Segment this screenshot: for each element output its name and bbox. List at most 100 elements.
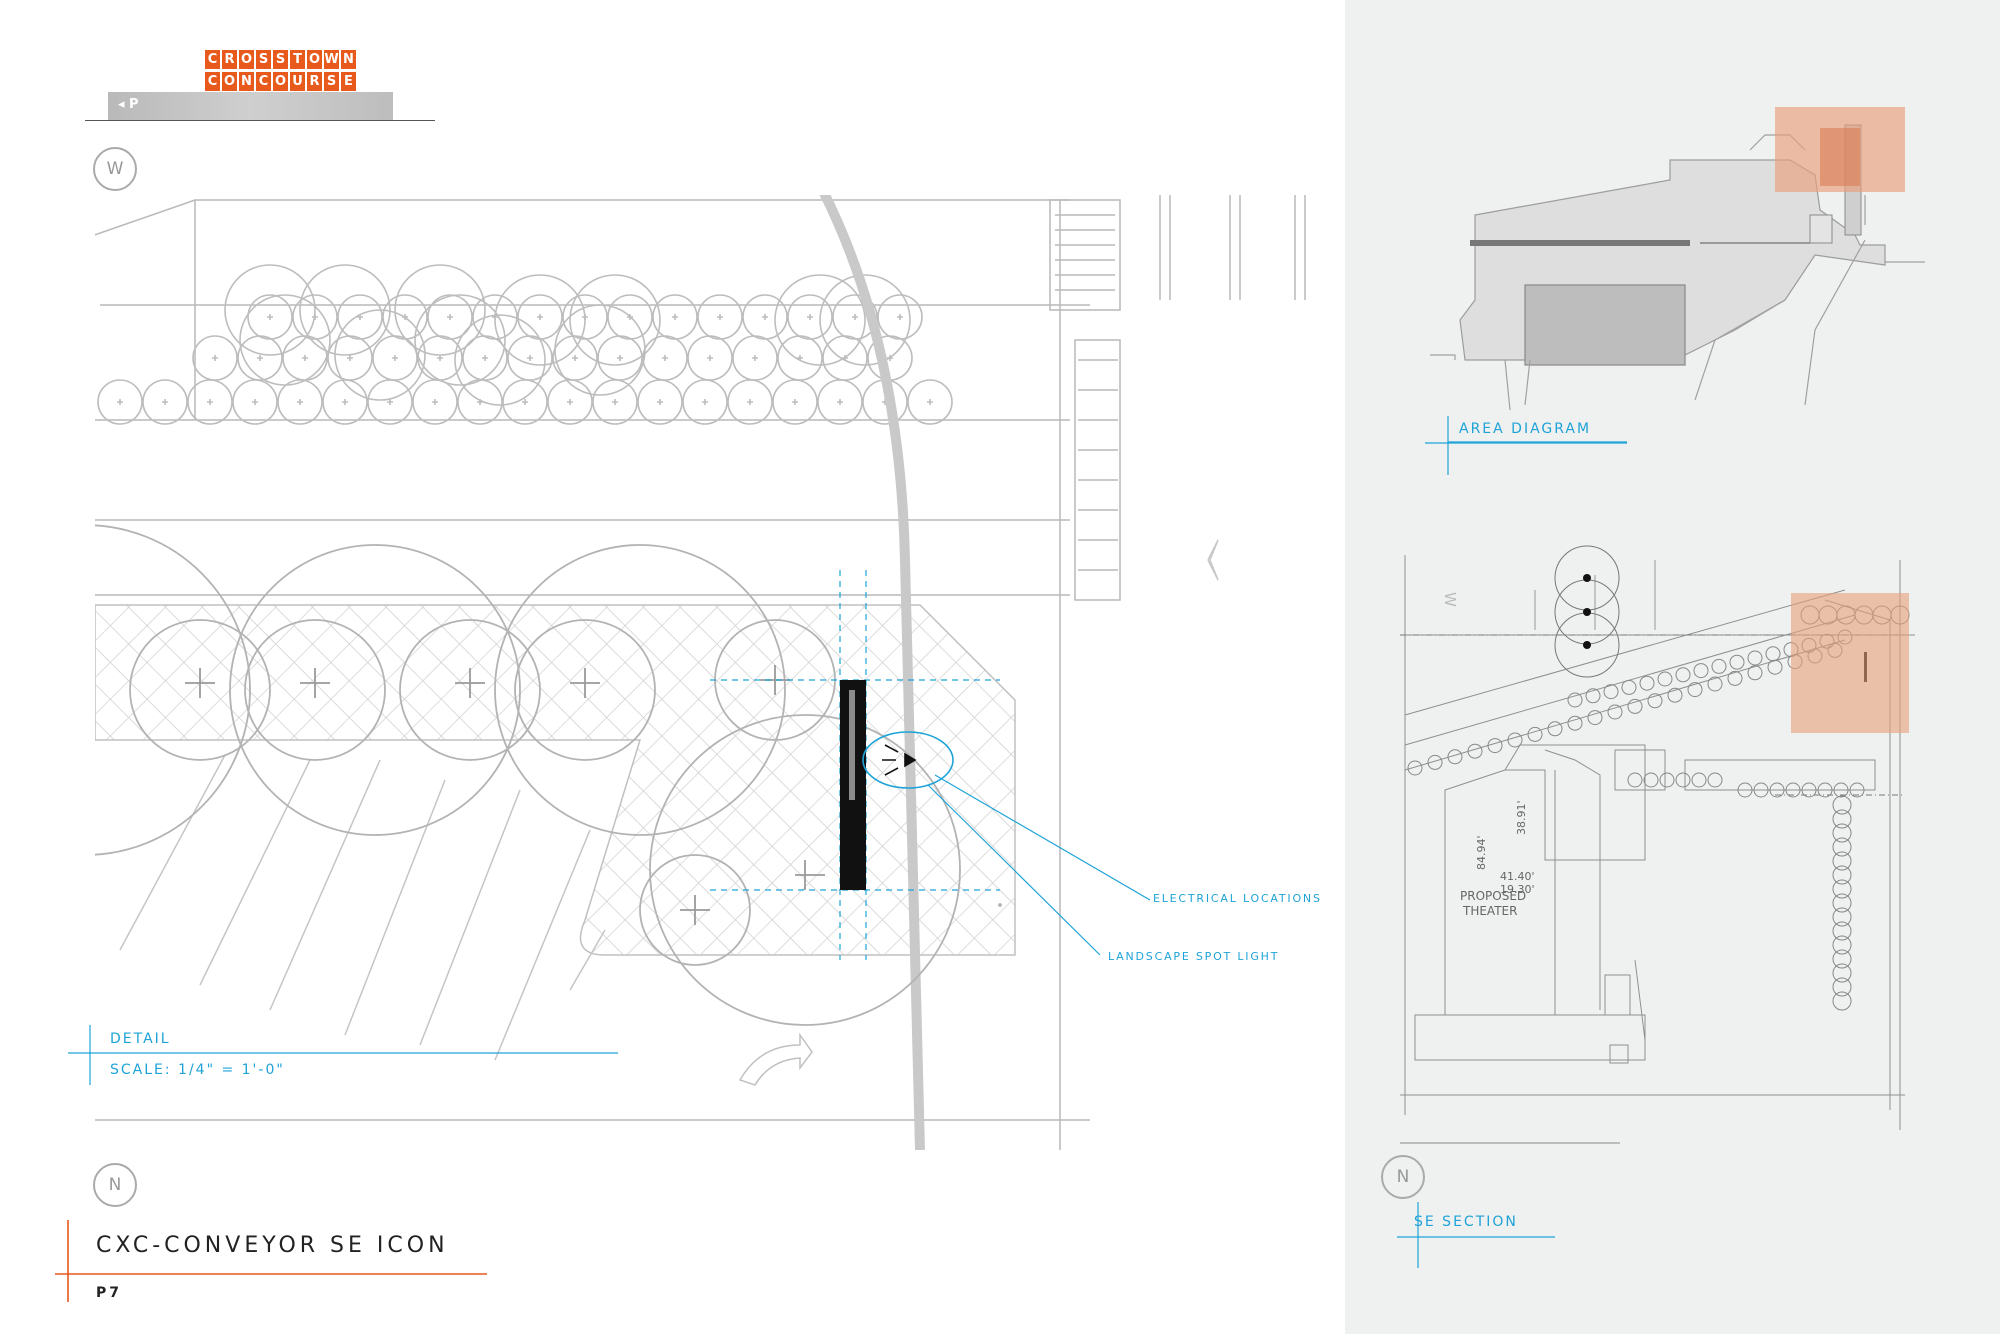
logo-letter: C [205, 50, 220, 69]
tree-symbol [1727, 670, 1743, 686]
tree-canopy [817, 379, 863, 425]
se-section-plan: PROPOSED THEATER 38.91' 84.94' 41.40' 19… [1400, 545, 1915, 1130]
tree-symbol [1832, 977, 1852, 997]
tree-symbol [1639, 675, 1655, 691]
logo-letter: N [341, 50, 356, 69]
electrical-locations-callout: ELECTRICAL LOCATIONS [1153, 892, 1322, 905]
tree-symbol [1487, 738, 1503, 754]
spotlight-marker [862, 731, 954, 789]
tree-symbol [1603, 684, 1619, 700]
tree-symbol [1627, 772, 1643, 788]
tree-canopy [502, 379, 548, 425]
logo-letter: S [324, 72, 339, 91]
logo-letter: T [290, 50, 305, 69]
tree-symbol [1832, 865, 1852, 885]
tree-symbol [1547, 721, 1563, 737]
detail-scale: SCALE: 1/4" = 1'-0" [110, 1062, 285, 1078]
tree-symbol [1832, 851, 1852, 871]
tree-symbol [1767, 659, 1783, 675]
tree-canopy-large [299, 264, 391, 356]
compass-n-label: N [108, 1175, 122, 1195]
area-diagram [1430, 107, 1925, 443]
tree-canopy [367, 379, 413, 425]
tree-symbol [1627, 698, 1643, 714]
tree-canopy [322, 379, 368, 425]
tree-canopy [277, 379, 323, 425]
logo-letter: R [222, 50, 237, 69]
detail-heading: DETAIL [110, 1031, 171, 1047]
tree-canopy-large [414, 294, 506, 386]
compass-n-section-label: N [1396, 1167, 1410, 1187]
tree-canopy-large [494, 274, 586, 366]
tree-symbol [1832, 823, 1852, 843]
tree-symbol [1675, 772, 1691, 788]
landscape-spotlight-callout: LANDSCAPE SPOT LIGHT [1108, 950, 1280, 963]
tree-symbol [1747, 665, 1763, 681]
tree-canopy-large [334, 309, 426, 401]
compass-w-label: W [106, 159, 124, 179]
logo-letter: O [307, 50, 322, 69]
tree-symbol [1817, 782, 1833, 798]
tree-canopy [637, 379, 683, 425]
tree-canopy [772, 379, 818, 425]
logo-letter: S [273, 50, 288, 69]
logo-letter: S [256, 50, 271, 69]
logo-letter: C [205, 72, 220, 91]
logo-letter: C [256, 72, 271, 91]
context-panel: AREA DIAGRAM [1345, 0, 2000, 1334]
tree-canopy [592, 379, 638, 425]
tree-symbol [1667, 687, 1683, 703]
tree-canopy-large [819, 274, 911, 366]
tree-canopy-large [569, 274, 661, 366]
tree-symbol [1832, 893, 1852, 913]
tree-canopy-large [454, 314, 546, 406]
tree-canopy-large [774, 274, 866, 366]
tree-symbol [1832, 935, 1852, 955]
tree-symbol [1407, 760, 1423, 776]
tree-symbol [1675, 667, 1691, 683]
tree-symbol [1621, 679, 1637, 695]
tree-symbol [1765, 646, 1781, 662]
header-rule [85, 120, 435, 121]
tree-symbol [1729, 654, 1745, 670]
tree-symbol [1691, 772, 1707, 788]
tree-symbol [1832, 907, 1852, 927]
tree-symbol [1801, 782, 1817, 798]
compass-n: N [93, 1163, 137, 1207]
theater-label-2: THEATER [1462, 904, 1517, 918]
tree-canopy [727, 379, 773, 425]
detail-caption-rule [55, 1025, 618, 1302]
tree-symbol [1747, 650, 1763, 666]
tree-symbol [1832, 963, 1852, 983]
tree-symbol [1687, 682, 1703, 698]
tree-symbol [1832, 921, 1852, 941]
tree-symbol [1647, 693, 1663, 709]
theater-label-1: PROPOSED [1460, 889, 1526, 903]
tree-symbol [1507, 732, 1523, 748]
logo-letter: R [307, 72, 322, 91]
area-diagram-heading: AREA DIAGRAM [1459, 421, 1592, 437]
sheet-title: CXC-CONVEYOR SE ICON [96, 1233, 449, 1258]
tree-symbol [1737, 782, 1753, 798]
se-section-heading: SE SECTION [1414, 1214, 1518, 1230]
svg-text:W: W [1441, 592, 1459, 607]
svg-text:38.91': 38.91' [1515, 800, 1528, 835]
tree-canopy [97, 379, 143, 425]
svg-text:19.30': 19.30' [1500, 883, 1535, 896]
tree-canopy [682, 379, 728, 425]
tree-canopy [412, 379, 458, 425]
tree-symbol [1832, 949, 1852, 969]
sheet-tab[interactable]: ◂ P [108, 92, 393, 120]
tree-symbol [1832, 879, 1852, 899]
tree-symbol [1567, 692, 1583, 708]
tree-symbol [1427, 754, 1443, 770]
tree-symbol [1657, 671, 1673, 687]
tree-canopy [187, 379, 233, 425]
tree-canopy-large [224, 264, 316, 356]
tree-symbol [1832, 991, 1852, 1011]
tree-symbol [1587, 710, 1603, 726]
